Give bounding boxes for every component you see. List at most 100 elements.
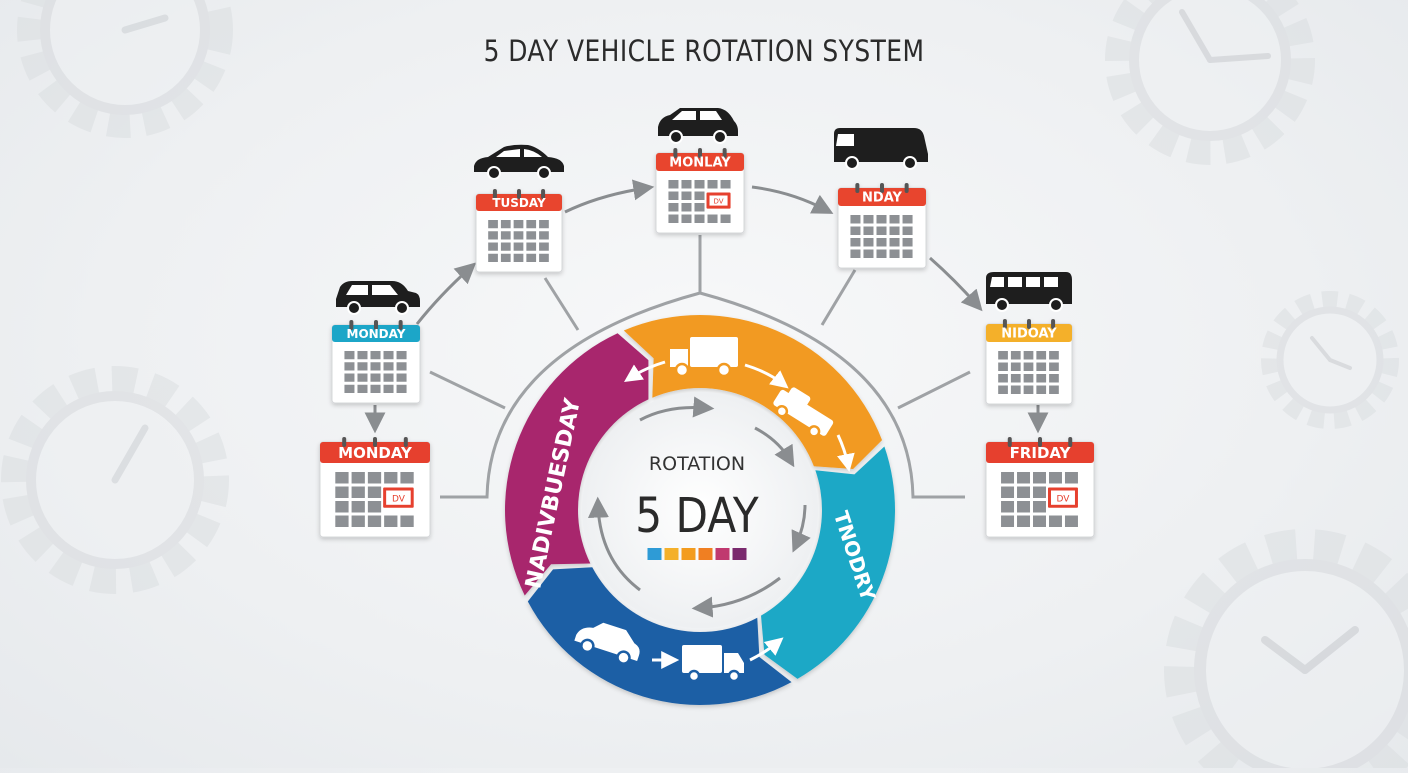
calendar-day-cell (357, 373, 368, 382)
calendar-nday: NDAY (837, 183, 927, 269)
calendar-vehicles (336, 108, 1072, 315)
calendar-day-cell (396, 384, 407, 393)
truck-icon (670, 337, 738, 378)
calendar-day-cell (902, 238, 913, 247)
calendar-day-cell (1010, 362, 1021, 371)
calendar-day-cell (367, 501, 382, 513)
calendar-day-cell (1010, 385, 1021, 394)
calendar-binder-ring (673, 148, 678, 158)
connector-line (897, 370, 971, 410)
calendar-header (332, 325, 420, 342)
calendar-day-cell (889, 226, 900, 235)
calendar-day-cell (367, 486, 382, 498)
calendar-header (986, 442, 1094, 463)
calendar-day-cell (1023, 374, 1034, 383)
calendar-day-cell (500, 231, 511, 240)
calendar-label: MONDAY (347, 327, 406, 341)
calendar-day-cell (335, 472, 349, 484)
calendar-day-cell (396, 351, 407, 360)
calendar-day-cell (998, 385, 1008, 394)
calendar-day-cell (1033, 501, 1046, 513)
flow-arrow (564, 179, 655, 214)
calendar-binder-ring (1051, 319, 1056, 329)
calendar-day-cell (998, 351, 1008, 360)
calendar-day-cell (1064, 515, 1078, 527)
color-swatch (732, 548, 747, 560)
connector-line (429, 370, 506, 410)
calendar-day-cell (513, 231, 524, 240)
gear-clock-icon (17, 0, 233, 138)
flow-arrow (415, 262, 477, 325)
calendar-header (476, 194, 562, 211)
calendar-label: NIDOAY (1001, 327, 1057, 342)
calendar-day-cell (357, 362, 368, 371)
calendar-binder-ring (492, 189, 497, 199)
calendar-day-cell (1048, 515, 1062, 527)
calendar-day-cell (668, 214, 679, 223)
ring-segment-magenta (505, 333, 649, 596)
pickup-truck-icon (773, 387, 834, 438)
center-subtitle: ROTATION (649, 453, 745, 475)
color-swatch (647, 548, 662, 560)
calendar-day-cell (539, 253, 549, 262)
calendar-day-cell (707, 180, 718, 189)
calendar-day-cell (367, 472, 382, 484)
calendar-day-cell (863, 215, 874, 224)
calendar-day-cell (1049, 385, 1059, 394)
calendar-binder-ring (374, 320, 378, 330)
calendar-day-cell (500, 253, 511, 262)
calendar-day-cell (1023, 362, 1034, 371)
calendar-day-cell (400, 472, 414, 484)
calendar-day-cell (1033, 515, 1046, 527)
calendar-day-cell (344, 351, 355, 360)
calendar-binder-ring (517, 189, 521, 199)
calendar-day-cell (720, 214, 731, 223)
ring-segment-teal (761, 446, 895, 679)
calendar-day-cell (1048, 472, 1062, 484)
calendar-tuesday: TUSDAY (475, 189, 563, 273)
calendar-day-cell (488, 231, 498, 240)
calendar-day-cell (1017, 515, 1031, 527)
calendar-header (986, 324, 1072, 342)
page-title: 5 DAY VEHICLE ROTATION SYSTEM (483, 34, 925, 68)
inner-arrow (691, 576, 781, 618)
calendar-day-cell (1049, 374, 1059, 383)
inner-arrow (639, 396, 715, 422)
calendar-day-cell (1023, 351, 1034, 360)
calendar-day-cell (344, 384, 355, 393)
inner-arrow (754, 426, 795, 468)
calendar-day-cell (539, 231, 549, 240)
calendar-day-cell (500, 242, 511, 251)
calendar-day-cell (876, 215, 887, 224)
connector-lines (429, 235, 971, 499)
calendar-day-cell (383, 362, 394, 371)
calendar-day-cell (351, 501, 365, 513)
gear-clock-icon (1105, 0, 1315, 165)
calendar-day-cell (396, 373, 407, 382)
ring-vehicles (574, 337, 834, 683)
calendar-day-cell (889, 238, 900, 247)
calendar-day-cell (863, 249, 874, 258)
calendar-day-cell (351, 515, 365, 527)
calendar-day-cell (681, 214, 692, 223)
calendar-day-cell (351, 472, 365, 484)
calendar-label: TUSDAY (492, 196, 546, 210)
calendar-day-cell (370, 351, 381, 360)
calendar-day-cell (526, 242, 537, 251)
calendar-day-cell (902, 226, 913, 235)
calendar-day-cell (1033, 486, 1046, 498)
flow-arrow (751, 185, 834, 214)
ring-arrow (624, 360, 666, 382)
calendar-day-cell (488, 253, 498, 262)
suv-icon (336, 281, 420, 315)
calendar-day-cell (876, 226, 887, 235)
color-swatches (647, 548, 747, 560)
calendar-day-cell (668, 191, 679, 200)
calendar-day-cell (889, 215, 900, 224)
